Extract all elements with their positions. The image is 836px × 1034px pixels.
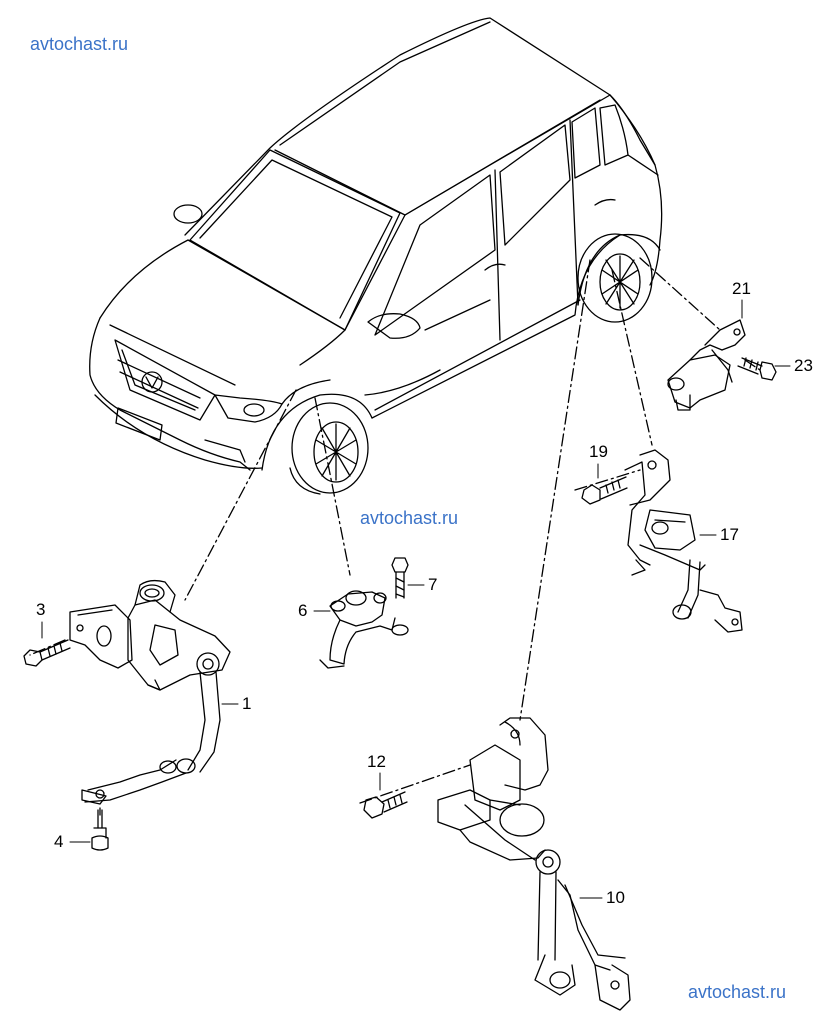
part-21-level-sensor [668,320,745,410]
part-4-nut [92,810,108,850]
part-10-level-sensor [438,718,630,1010]
callout-4: 4 [54,832,64,851]
callout-6: 6 [298,601,308,620]
part-23-screw [738,358,776,380]
side-mirror [368,314,420,339]
callout-19: 19 [589,442,608,461]
callout-10: 10 [606,888,625,907]
dashed-leaders [30,258,760,815]
callout-12: 12 [367,752,386,771]
callout-17: 17 [720,525,739,544]
part-6-sensor [320,591,408,668]
callout-23: 23 [794,356,813,375]
watermark-middle: avtochast.ru [360,508,459,528]
callout-7: 7 [428,575,438,594]
callout-leaders [42,300,790,898]
part-1-level-sensor [70,581,230,804]
car-illustration [90,18,662,494]
part-17-level-sensor [625,450,742,632]
rear-wheel [578,234,652,322]
callout-3: 3 [36,600,46,619]
watermark-top-left: avtochast.ru [30,34,129,54]
callout-21: 21 [732,279,751,298]
part-12-screw [364,792,407,818]
watermark-bottom-right: avtochast.ru [688,982,787,1002]
part-7-screw [392,558,408,598]
front-wheel [292,403,368,493]
callout-1: 1 [242,694,252,713]
vw-logo-icon [142,372,162,392]
part-3-screw [24,640,70,666]
